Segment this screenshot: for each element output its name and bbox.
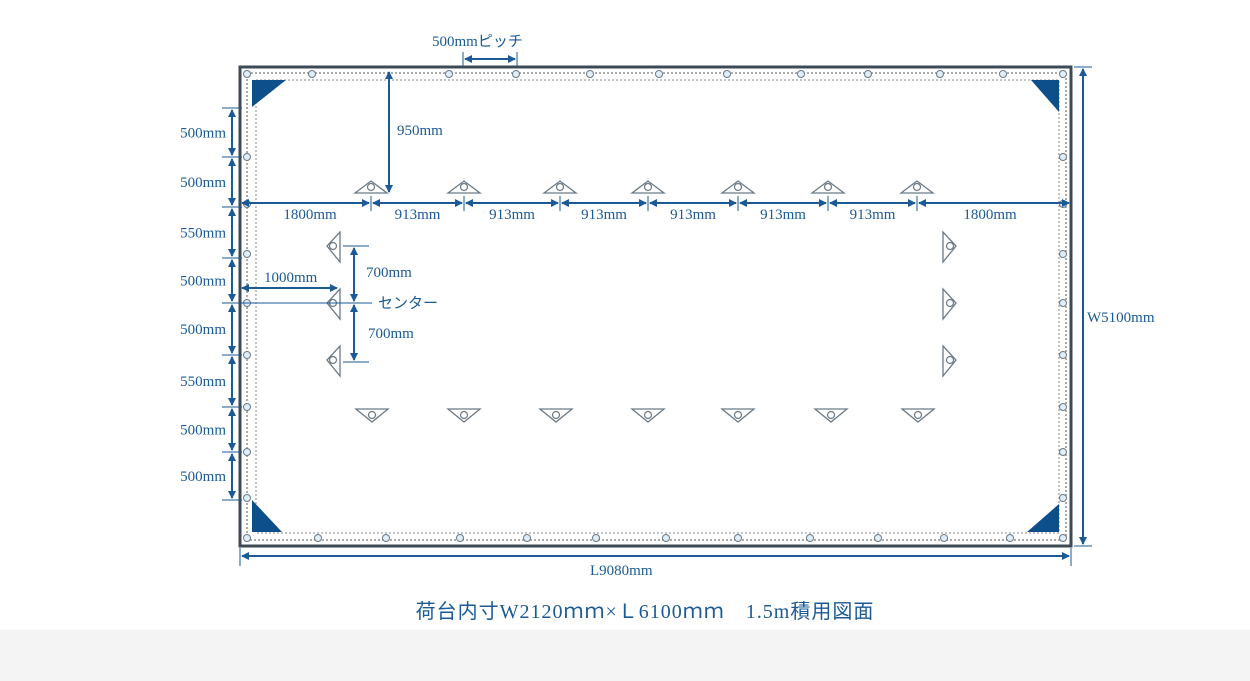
tie-down-ring-icon [945, 241, 955, 251]
grommet-icon [806, 534, 814, 542]
grommet-icon [523, 534, 531, 542]
diagram-title: 荷台内寸W2120ｍｍ×Ｌ6100ｍｍ 1.5m積用図面 [416, 600, 875, 623]
grommet-icon [940, 534, 948, 542]
tie-down-ring-icon [643, 410, 653, 420]
grommet-icon [1059, 534, 1067, 542]
tie-down-ring-icon [366, 182, 376, 192]
grommet-icon [243, 70, 251, 78]
corner-patch [1027, 504, 1059, 532]
grommet-icon [874, 534, 882, 542]
grommet-icon [445, 70, 453, 78]
side-offset-label: 1000mm [264, 270, 318, 286]
lower-spacing-label: 700mm [368, 326, 414, 342]
left-dimension-label: 550mm [180, 374, 226, 390]
upper-spacing-label: 700mm [366, 265, 412, 281]
tie-down-ring-icon [367, 410, 377, 420]
left-dimension-label: 500mm [180, 175, 226, 191]
grommet-icon [456, 534, 464, 542]
grommet-icon [243, 250, 251, 258]
grommet-icon [586, 70, 594, 78]
tie-down-ring-icon [459, 410, 469, 420]
tie-down-ring-icon [733, 410, 743, 420]
grommet-icon [1006, 534, 1014, 542]
grommet-icon [1059, 299, 1067, 307]
left-dimension-label: 500mm [180, 274, 226, 290]
grommet-icon [999, 70, 1007, 78]
grommet-icon [734, 534, 742, 542]
tie-down-ring-icon [826, 410, 836, 420]
corner-patch [252, 500, 282, 532]
grommet-icon [1059, 153, 1067, 161]
grommet-icon [1059, 494, 1067, 502]
grommet-icon [243, 403, 251, 411]
left-dimension-label: 500mm [180, 322, 226, 338]
grommet-icon [314, 534, 322, 542]
top-offset-label: 950mm [397, 123, 443, 139]
grommet-icon [1059, 403, 1067, 411]
grommet-icon [797, 70, 805, 78]
horizontal-dimension-label: 913mm [760, 207, 806, 223]
corner-patch [252, 80, 286, 107]
width-label: W5100mm [1087, 310, 1155, 326]
tie-down-ring-icon [912, 182, 922, 192]
tie-down-ring-icon [945, 355, 955, 365]
tie-down-ring-icon [945, 298, 955, 308]
grommet-icon [655, 70, 663, 78]
horizontal-dimension-label: 913mm [670, 207, 716, 223]
grommet-icon [592, 534, 600, 542]
corner-patch [1031, 80, 1059, 112]
tie-down-ring-icon [551, 410, 561, 420]
tie-down-ring-icon [733, 182, 743, 192]
left-dimension-label: 500mm [180, 126, 226, 142]
left-dimension-label: 550mm [180, 226, 226, 242]
tie-down-ring-icon [328, 241, 338, 251]
tie-down-ring-icon [328, 355, 338, 365]
horizontal-dimension-label: 913mm [850, 207, 896, 223]
left-dimension-label: 500mm [180, 423, 226, 439]
center-label: センター [378, 295, 438, 312]
horizontal-dimension-label: 1800mm [963, 207, 1017, 223]
grommet-icon [936, 70, 944, 78]
grommet-icon [1059, 250, 1067, 258]
tie-down-ring-icon [459, 182, 469, 192]
grommet-icon [382, 534, 390, 542]
grommet-icon [662, 534, 670, 542]
tie-down-ring-icon [913, 410, 923, 420]
grommet-icon [243, 534, 251, 542]
horizontal-dimension-label: 1800mm [283, 207, 337, 223]
grommet-icon [512, 70, 520, 78]
pitch-label: 500mmピッチ [432, 33, 523, 50]
horizontal-dimension-label: 913mm [395, 207, 441, 223]
horizontal-dimension-label: 913mm [489, 207, 535, 223]
footer-band [0, 630, 1250, 681]
left-dimension-label: 500mm [180, 469, 226, 485]
grommet-icon [1059, 351, 1067, 359]
grommet-icon [1059, 70, 1067, 78]
grommet-icon [1059, 448, 1067, 456]
grommet-icon [243, 448, 251, 456]
tie-down-ring-icon [555, 182, 565, 192]
grommet-icon [243, 494, 251, 502]
grommet-icon [243, 351, 251, 359]
length-label: L9080mm [590, 563, 653, 579]
tie-down-ring-icon [643, 182, 653, 192]
grommet-icon [864, 70, 872, 78]
inner-hem-line [255, 79, 1060, 534]
grommet-icon [243, 153, 251, 161]
tie-down-ring-icon [823, 182, 833, 192]
grommet-icon [723, 70, 731, 78]
tarp-outline [238, 65, 1073, 548]
horizontal-dimension-label: 913mm [581, 207, 627, 223]
grommet-icon [308, 70, 316, 78]
